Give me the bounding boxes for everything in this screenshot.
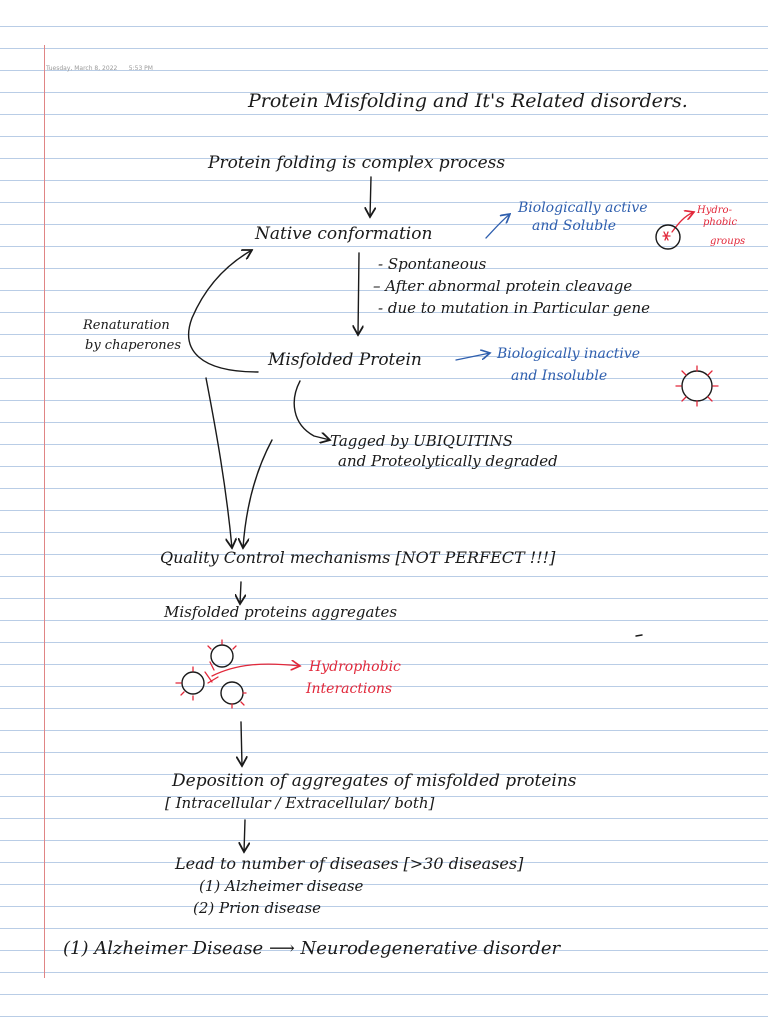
arrow-renaturation (187, 250, 259, 373)
tagged-line1: Tagged by UBIQUITINS (330, 432, 513, 450)
tagged-line2: and Proteolytically degraded (338, 452, 558, 470)
misfolded-note-line1: Biologically inactive (497, 346, 641, 362)
arrow-misfolded-to-tagged (293, 380, 330, 440)
native-note-line1: Biologically active (518, 200, 648, 216)
disease-alzheimer: (1) Alzheimer disease (199, 877, 364, 895)
protein-folding-text: Protein folding is complex process (208, 153, 506, 173)
cause-cleavage: – After abnormal protein cleavage (373, 277, 633, 295)
hydro-groups-line3: groups (710, 236, 746, 247)
arrow-native-to-blue-note (485, 214, 510, 239)
arrow-deposition-to-lead (244, 819, 245, 852)
arrow-quality-to-aggregates (240, 581, 241, 604)
hydro-groups-line1: Hydro- (697, 205, 732, 216)
misfolded-protein-icon (675, 365, 719, 407)
arrow-misfolded-to-blue-note (455, 353, 490, 361)
deposition-line2: [ Intracellular / Extracellular/ both] (165, 794, 435, 812)
arrow-cluster-to-hydrophobic (211, 664, 300, 677)
arrow-native-to-misfolded (358, 252, 359, 335)
quality-control-text: Quality Control mechanisms [NOT PERFECT … (160, 548, 556, 567)
renaturation-line1: Renaturation (83, 318, 170, 333)
arrow-hydro-groups (671, 212, 694, 233)
arrow-aggregates-to-deposition (241, 721, 242, 766)
date-text: Tuesday, March 8, 2022 (46, 65, 118, 72)
deposition-line1: Deposition of aggregates of misfolded pr… (172, 771, 577, 791)
native-protein-icon (655, 224, 681, 250)
arrow-left-to-quality (205, 377, 232, 548)
hydrophobic-line1: Hydrophobic (309, 659, 401, 675)
timestamp: Tuesday, March 8, 2022 5:53 PM (46, 66, 153, 72)
native-note-line2: and Soluble (532, 218, 617, 234)
arrow-folding-to-native (370, 176, 371, 217)
time-text: 5:53 PM (128, 65, 153, 72)
cause-mutation: - due to mutation in Particular gene (378, 299, 651, 317)
stray-mark (635, 634, 643, 637)
misfolded-protein-text: Misfolded Protein (268, 350, 422, 370)
hydro-groups-line2: phobic (703, 217, 738, 228)
cause-spontaneous: - Spontaneous (378, 255, 487, 273)
footer-arrow: ⟶ (268, 938, 295, 959)
lead-to-diseases-text: Lead to number of diseases [>30 diseases… (175, 854, 524, 873)
aggregate-cluster-icon (175, 639, 247, 709)
margin-line (44, 45, 45, 978)
page-title: Protein Misfolding and It's Related diso… (248, 90, 688, 112)
arrow-tagged-to-quality (243, 439, 273, 548)
alzheimer-footer-line: (1) Alzheimer Disease ⟶ Neurodegenerativ… (63, 940, 560, 958)
renaturation-line2: by chaperones (85, 338, 181, 353)
neurodegenerative-text: Neurodegenerative disorder (300, 938, 561, 959)
misfolded-note-line2: and Insoluble (511, 368, 608, 384)
hydrophobic-line2: Interactions (306, 681, 393, 697)
aggregates-text: Misfolded proteins aggregates (164, 603, 398, 621)
native-conformation-text: Native conformation (255, 224, 433, 244)
alzheimer-heading: (1) Alzheimer Disease (63, 938, 264, 959)
disease-prion: (2) Prion disease (193, 899, 322, 917)
